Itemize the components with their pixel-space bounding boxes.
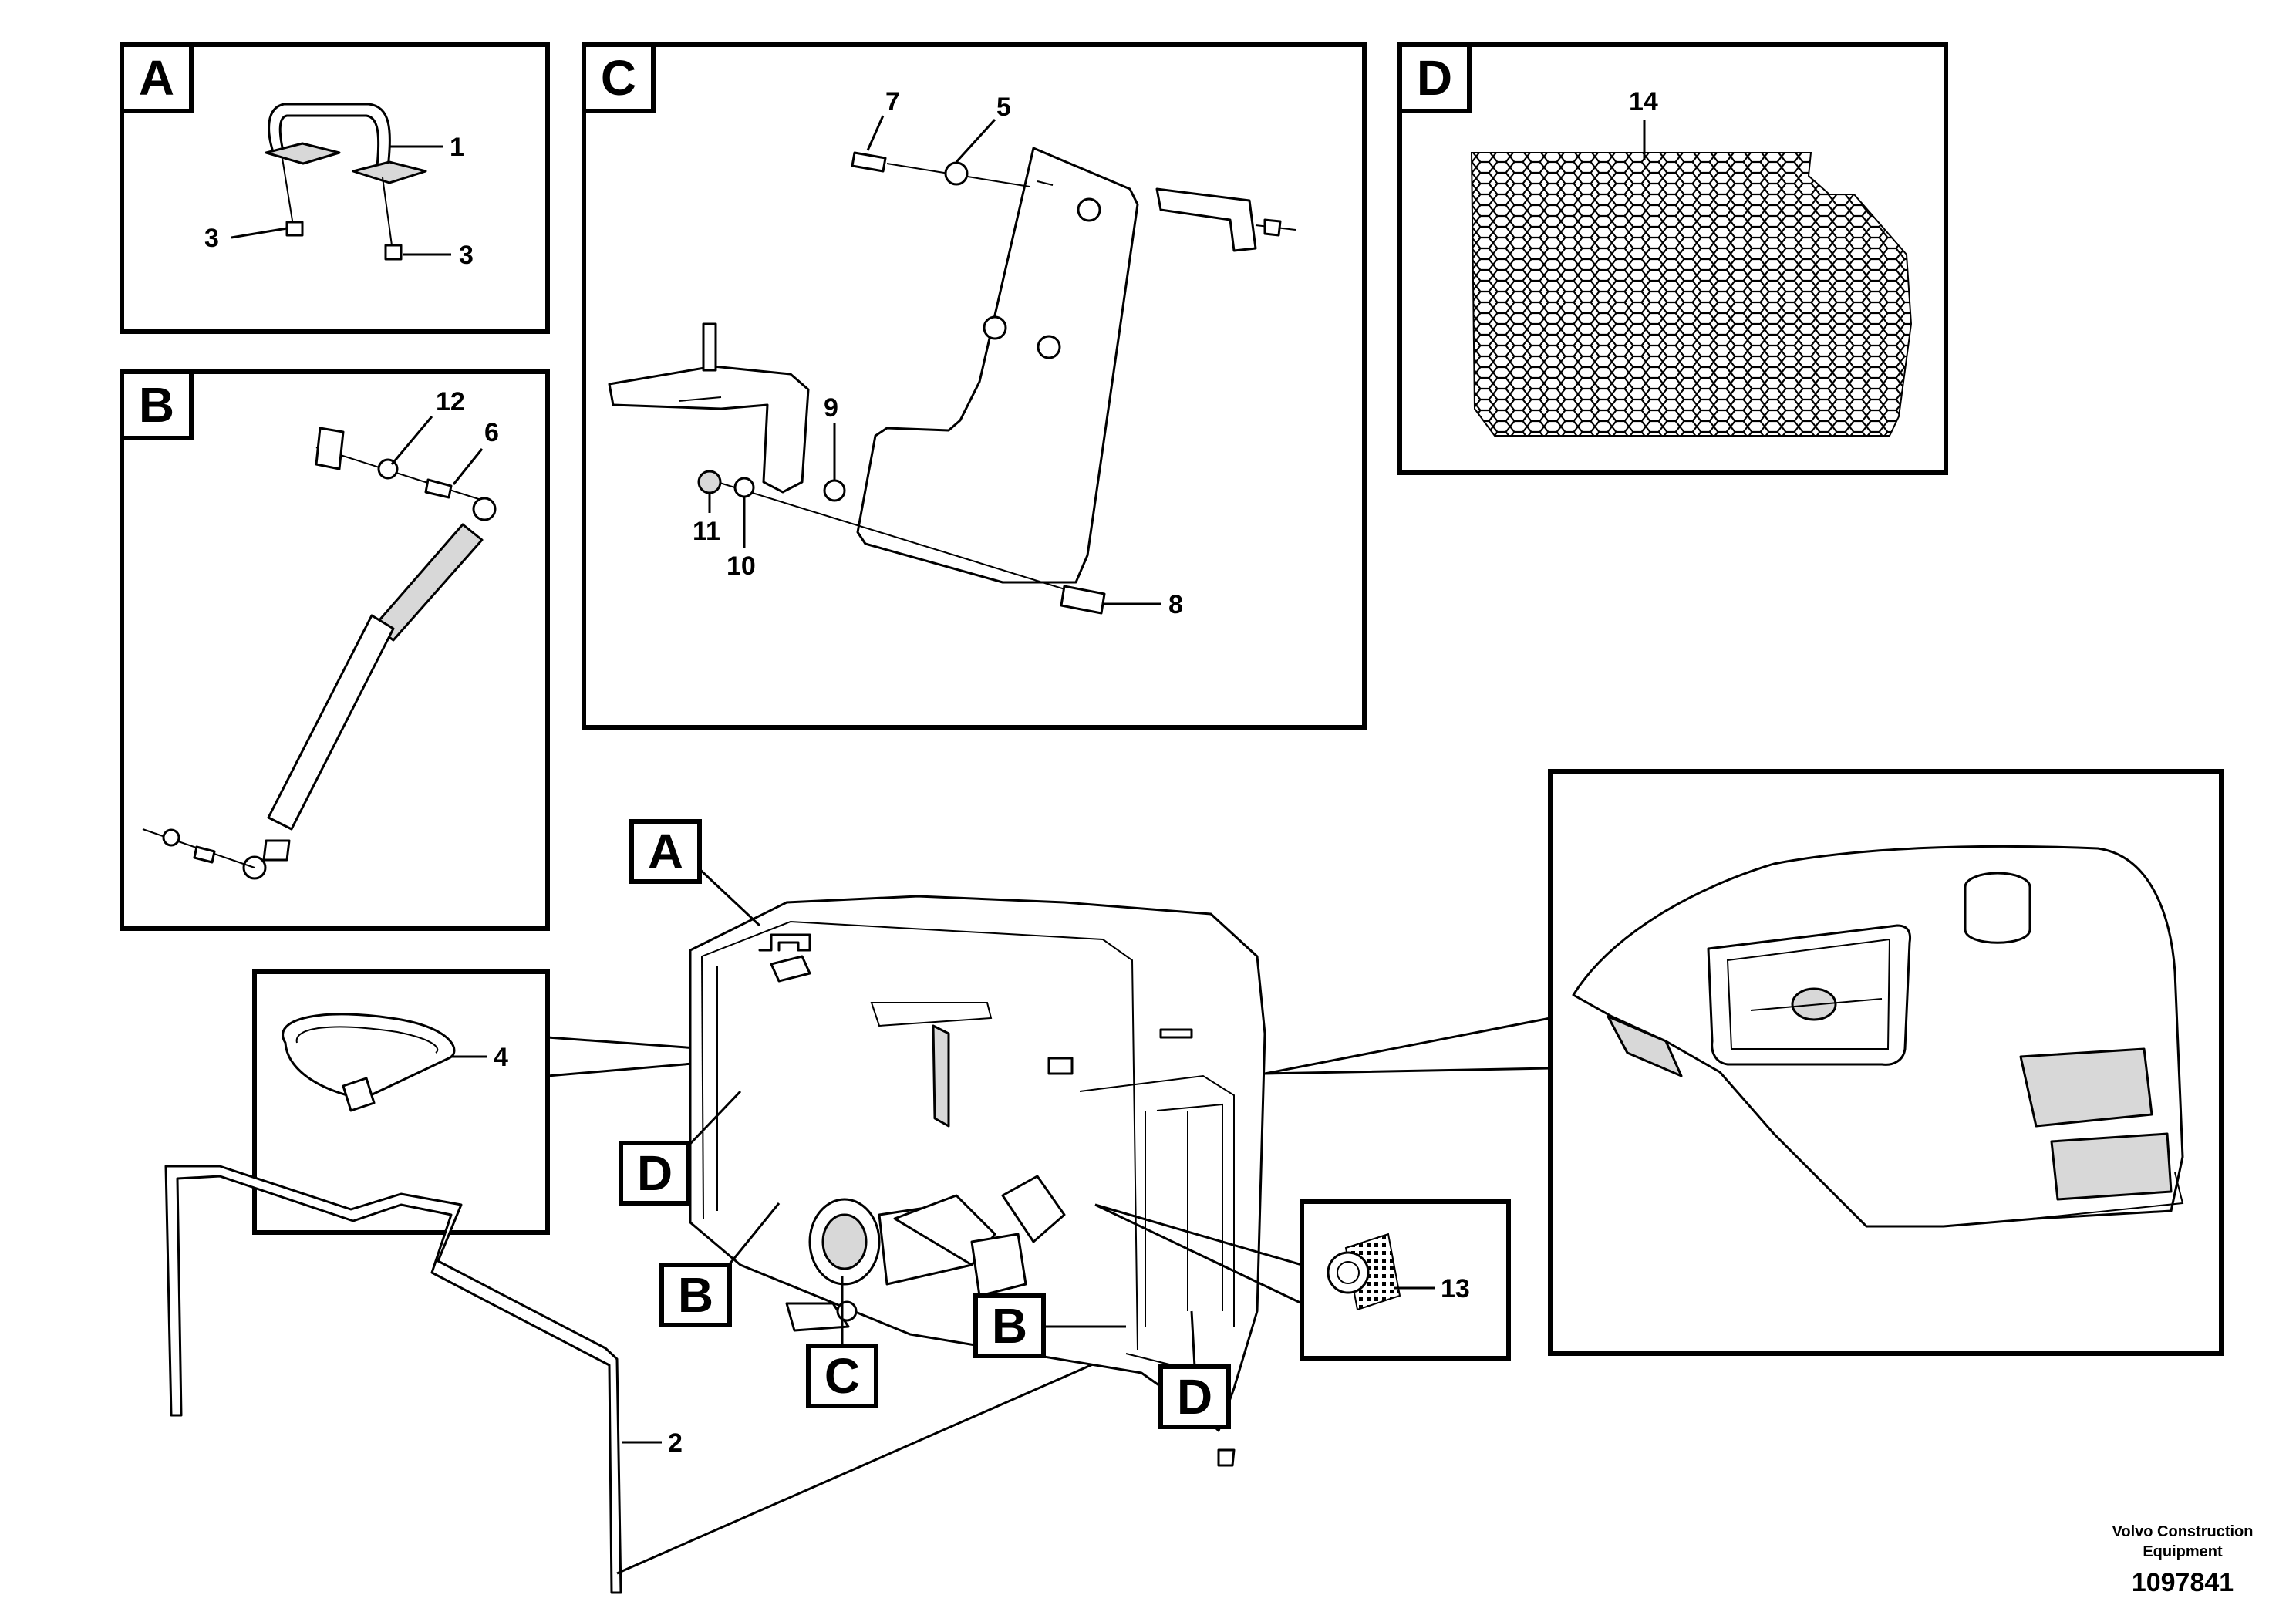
detail-d-tag: D [1397, 42, 1472, 113]
callout-12: 12 [436, 387, 465, 416]
detail-a-tag: A [120, 42, 194, 113]
main-tag-a: A [629, 819, 702, 884]
main-tag-b-left-label: B [678, 1267, 713, 1323]
mesh-screen-part [1470, 152, 1913, 437]
document-number: 1097841 [2132, 1568, 2234, 1597]
cable-tie-part [282, 1013, 456, 1112]
callout-14: 14 [1629, 87, 1658, 116]
detail-d-tag-label: D [1417, 50, 1452, 106]
gas-spring-part [142, 427, 497, 880]
brand-line-2: Equipment [2143, 1543, 2223, 1560]
callout-8: 8 [1168, 590, 1183, 619]
detail-c-panel: C 7 5 [582, 42, 1367, 730]
rubber-seal-part [164, 1165, 622, 1594]
main-tag-b-right: B [973, 1293, 1046, 1358]
engine-hood-part [1572, 845, 2184, 1228]
main-tag-c: C [806, 1344, 878, 1408]
part-13-panel: 13 [1300, 1199, 1511, 1361]
main-tag-b-right-label: B [992, 1298, 1027, 1354]
callout-9: 9 [824, 393, 838, 423]
callout-7: 7 [885, 87, 900, 116]
machine-housing [689, 895, 1266, 1467]
detail-a-panel: A 1 3 3 [120, 42, 550, 334]
detail-a-tag-label: A [139, 50, 174, 106]
callout-4: 4 [494, 1043, 508, 1072]
handle-part [265, 103, 427, 261]
callout-10: 10 [727, 551, 756, 581]
detail-b-tag-label: B [139, 377, 174, 433]
fan-motor-part [785, 1175, 1066, 1332]
clamp-panel: 4 [252, 969, 550, 1235]
callout-6: 6 [484, 418, 499, 447]
callout-1: 1 [450, 133, 464, 162]
main-tag-c-label: C [824, 1348, 860, 1404]
detail-c-tag: C [582, 42, 656, 113]
detail-b-panel: B 12 6 [120, 369, 550, 931]
detail-c-tag-label: C [601, 50, 636, 106]
hood-panel [1548, 769, 2224, 1356]
detail-b-tag: B [120, 369, 194, 440]
main-tag-a-label: A [648, 824, 683, 879]
bracket-plate-part [608, 147, 1296, 615]
brand-line-1: Volvo Construction [2112, 1523, 2254, 1540]
callout-5: 5 [996, 93, 1011, 122]
detail-d-panel: D 14 [1397, 42, 1948, 475]
callout-11: 11 [693, 517, 720, 546]
main-tag-b-left: B [659, 1263, 732, 1327]
main-tag-d-left-label: D [637, 1145, 673, 1201]
callout-2: 2 [668, 1428, 683, 1458]
main-tag-d-left: D [619, 1141, 691, 1206]
callout-13: 13 [1441, 1274, 1470, 1303]
main-tag-d-right: D [1158, 1364, 1231, 1429]
footer-block: Volvo Construction Equipment 1097841 [2112, 1523, 2254, 1597]
grommet-part [1327, 1233, 1401, 1311]
callout-3-left: 3 [204, 224, 219, 253]
callout-3-right: 3 [459, 241, 474, 270]
main-tag-d-right-label: D [1177, 1369, 1212, 1425]
